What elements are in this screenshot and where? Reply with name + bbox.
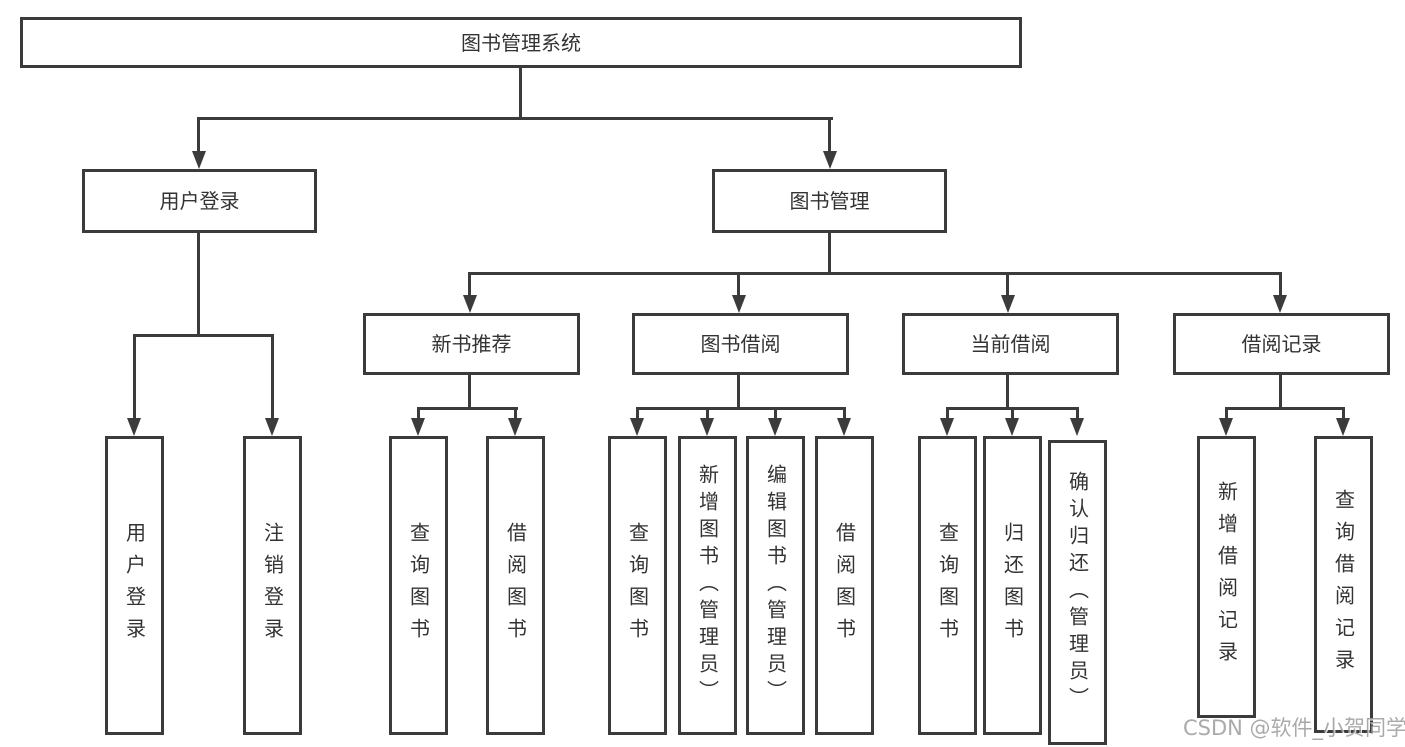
connector-bookmgmt-stem [828, 233, 831, 275]
arrow-down-icon [508, 418, 522, 436]
connector-current-drop1 [946, 407, 949, 420]
leaf-confirm-return-admin: 确认归还（管理员） [1048, 440, 1107, 745]
connector-borrowing-drop2 [706, 407, 709, 420]
leaf-query-books-borrowing: 查询图书 [608, 436, 667, 735]
arrow-down-icon [1070, 418, 1084, 436]
arrow-down-icon [630, 418, 644, 436]
connector-records-drop1 [1225, 407, 1228, 420]
node-new-book-recommendation: 新书推荐 [363, 313, 580, 375]
leaf-borrow-books-recommend: 借阅图书 [486, 436, 545, 735]
connector-current-drop3 [1076, 407, 1079, 420]
arrow-down-icon [1219, 418, 1233, 436]
arrow-down-icon [837, 418, 851, 436]
arrow-down-icon [732, 295, 746, 313]
arrow-down-icon [1336, 418, 1350, 436]
connector-userlogin-bar [133, 334, 274, 337]
arrow-down-icon [192, 151, 206, 169]
leaf-user-login: 用户登录 [105, 436, 164, 735]
connector-root-bar [198, 117, 833, 120]
node-current-borrowing: 当前借阅 [902, 313, 1119, 375]
connector-borrowing-drop1 [636, 407, 639, 420]
connector-userlogin-stem [197, 233, 200, 336]
arrow-down-icon [265, 418, 279, 436]
connector-recommend-bar [417, 407, 518, 410]
connector-records-bar [1225, 407, 1345, 410]
leaf-query-books-current: 查询图书 [918, 436, 977, 735]
connector-current-drop2 [1011, 407, 1014, 420]
leaf-add-borrow-record: 新增借阅记录 [1197, 436, 1256, 718]
connector-recommend-stem [468, 375, 471, 410]
arrow-down-icon [1001, 295, 1015, 313]
node-book-management: 图书管理 [712, 169, 947, 233]
connector-borrowing-drop4 [843, 407, 846, 420]
leaf-return-books: 归还图书 [983, 436, 1042, 735]
connector-borrowing-drop3 [774, 407, 777, 420]
connector-bookmgmt-drop2 [737, 272, 740, 298]
connector-root-stem [519, 68, 522, 120]
arrow-down-icon [127, 418, 141, 436]
connector-records-stem [1279, 375, 1282, 410]
connector-borrowing-bar [636, 407, 846, 410]
connector-current-stem [1006, 375, 1009, 410]
arrow-down-icon [463, 295, 477, 313]
connector-bookmgmt-drop1 [468, 272, 471, 298]
connector-userlogin-drop2 [271, 334, 274, 420]
node-library-management-system: 图书管理系统 [20, 17, 1022, 68]
connector-bookmgmt-bar [468, 272, 1282, 275]
connector-bookmgmt-drop4 [1279, 272, 1282, 298]
connector-userlogin-drop1 [133, 334, 136, 420]
node-book-borrowing: 图书借阅 [632, 313, 849, 375]
arrow-down-icon [768, 418, 782, 436]
arrow-down-icon [823, 151, 837, 169]
leaf-logout: 注销登录 [243, 436, 302, 735]
leaf-add-book-admin: 新增图书（管理员） [678, 436, 737, 735]
connector-records-drop2 [1342, 407, 1345, 420]
connector-root-drop-right [828, 117, 831, 153]
connector-root-drop-left [197, 117, 200, 153]
arrow-down-icon [1273, 295, 1287, 313]
arrow-down-icon [940, 418, 954, 436]
node-user-login: 用户登录 [82, 169, 317, 233]
connector-bookmgmt-drop3 [1006, 272, 1009, 298]
arrow-down-icon [1005, 418, 1019, 436]
watermark: CSDN @软件_小贺同学 [1183, 716, 1405, 740]
leaf-query-books-recommend: 查询图书 [389, 436, 448, 735]
arrow-down-icon [411, 418, 425, 436]
connector-recommend-drop1 [417, 407, 420, 420]
connector-borrowing-stem [737, 375, 740, 410]
leaf-query-borrow-record: 查询借阅记录 [1314, 436, 1373, 733]
leaf-edit-book-admin: 编辑图书（管理员） [746, 436, 805, 735]
node-borrowing-records: 借阅记录 [1173, 313, 1390, 375]
leaf-borrow-books-borrowing: 借阅图书 [815, 436, 874, 735]
connector-recommend-drop2 [514, 407, 517, 420]
arrow-down-icon [700, 418, 714, 436]
